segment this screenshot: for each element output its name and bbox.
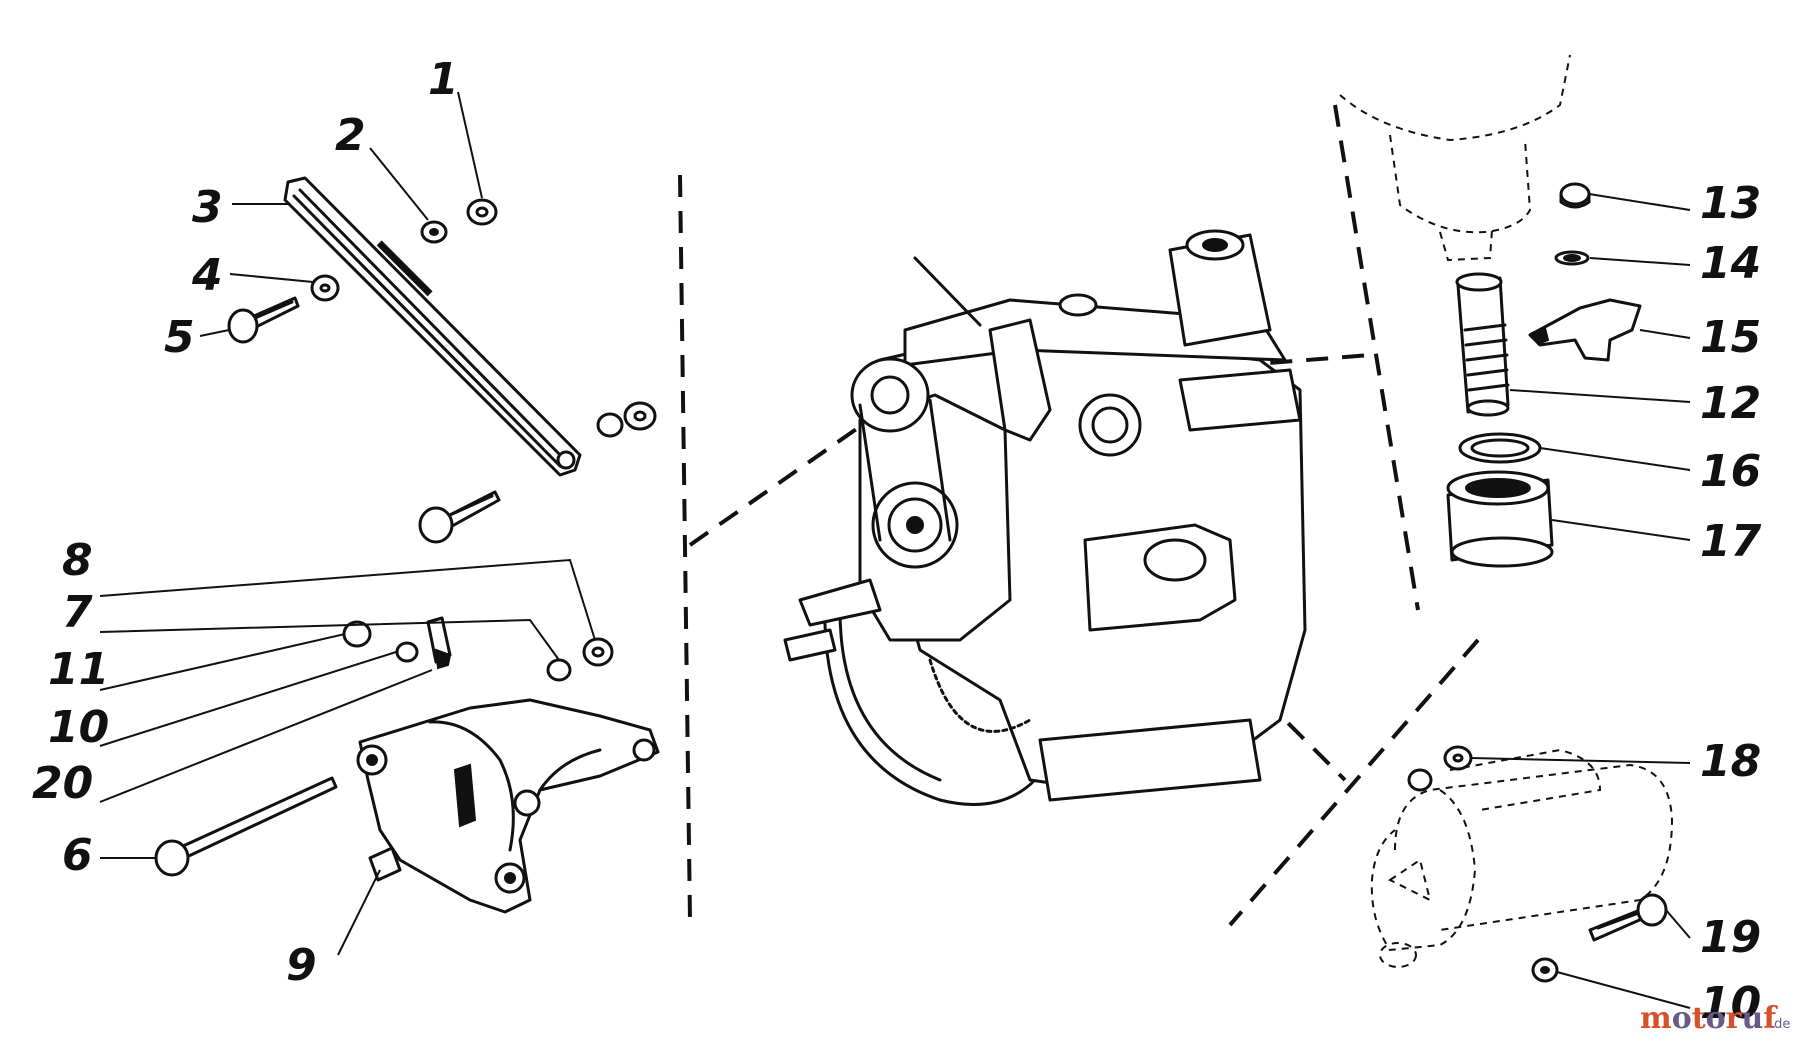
label-5: 5 [164,312,195,363]
label-1: 1 [428,54,459,105]
label-10: 10 [48,702,109,753]
label-9: 9 [286,940,317,991]
bracket-9 [356,698,660,914]
callouts: 1 2 3 4 5 8 7 11 10 20 6 9 13 14 15 12 1… [32,54,1762,1029]
svg-text:.de: .de [1770,1017,1790,1032]
pin-20 [426,616,452,670]
nuts-7-8-11 [342,620,614,682]
leader-lines [99,91,1691,1009]
gasket-16 [1458,432,1542,464]
label-15: 15 [1700,312,1761,363]
label-17: 17 [1700,516,1762,567]
tension-bar [283,176,582,477]
label-8: 8 [62,535,93,586]
label-16: 16 [1700,446,1761,497]
nut-13 [1559,182,1591,209]
washer-4 [310,274,340,302]
label-10b: 10 [1700,978,1761,1029]
lock-washer-2 [420,220,448,244]
label-4: 4 [191,250,223,301]
shaft-12 [1455,272,1510,417]
nut-1 [466,198,498,226]
label-20: 20 [32,758,93,809]
label-18: 18 [1700,736,1761,787]
filter-17 [1446,470,1554,568]
bolt-5 [227,296,300,344]
bar-nuts [596,401,657,438]
label-7: 7 [62,587,93,638]
washer-14 [1554,250,1590,266]
starter-motor-ghost [1370,748,1674,968]
bolt-6 [154,776,338,877]
bolt-19 [1588,893,1668,942]
filter-housing-ghost [1339,54,1571,262]
engine-assembly [783,229,1307,806]
label-13: 13 [1700,178,1761,229]
label-2: 2 [335,110,366,161]
nut-18 [1407,745,1473,792]
svg-text:motoruf: motoruf [1640,1001,1778,1036]
bar-bolt [418,490,501,544]
label-12: 12 [1700,378,1761,429]
label-11: 11 [48,644,109,695]
lever-15 [1528,298,1642,362]
label-19: 19 [1700,912,1761,963]
watermark-logo: motoruf .de [1640,1001,1790,1036]
label-6: 6 [62,830,93,881]
label-3: 3 [192,182,223,233]
label-14: 14 [1700,238,1761,289]
washer-10b [1531,957,1559,983]
